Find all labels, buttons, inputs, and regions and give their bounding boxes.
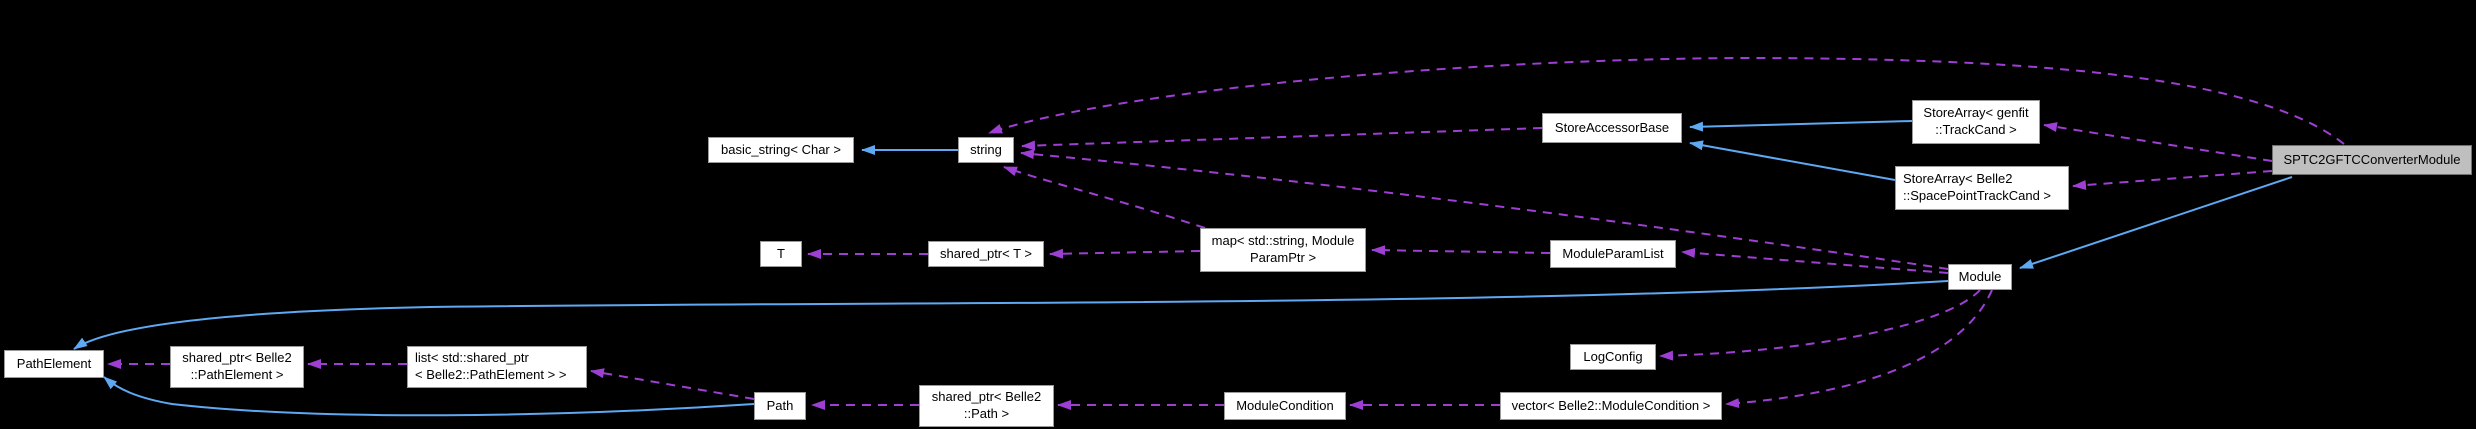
- node-path[interactable]: Path: [754, 392, 806, 420]
- node-module-param-list[interactable]: ModuleParamList: [1550, 240, 1676, 268]
- edge-path-to-list: [590, 368, 755, 400]
- node-label: shared_ptr< Belle2 ::Path >: [931, 389, 1042, 421]
- edge-module-to-logconfig: [1659, 289, 1981, 361]
- node-module-condition[interactable]: ModuleCondition: [1224, 392, 1346, 420]
- node-label: list< std::shared_ptr < Belle2::PathElem…: [415, 350, 567, 382]
- edge-sptc2gftc-to-module: [2019, 176, 2293, 269]
- node-label: StoreArray< genfit ::TrackCand >: [1923, 105, 2029, 137]
- node-label: ModuleCondition: [1236, 397, 1334, 413]
- node-basic-string[interactable]: basic_string< Char >: [708, 137, 854, 163]
- edge-module-to-pathelement: [73, 280, 1949, 350]
- node-vector-module-condition[interactable]: vector< Belle2::ModuleCondition >: [1500, 392, 1722, 420]
- node-shared-ptr-path-element[interactable]: shared_ptr< Belle2 ::PathElement >: [170, 346, 304, 388]
- node-list-shared-ptr-path-element[interactable]: list< std::shared_ptr < Belle2::PathElem…: [407, 346, 587, 388]
- node-label: Path: [766, 397, 794, 413]
- edge-path-to-pathelement: [103, 376, 755, 417]
- edge-storeaccessorbase-to-string: [1021, 127, 1543, 151]
- node-label: shared_ptr< T >: [939, 245, 1033, 261]
- node-path-element[interactable]: PathElement: [4, 350, 104, 378]
- node-label: ModuleParamList: [1562, 245, 1664, 261]
- node-log-config[interactable]: LogConfig: [1570, 344, 1656, 370]
- node-label: basic_string< Char >: [721, 141, 841, 157]
- node-label: PathElement: [16, 355, 92, 371]
- node-label: StoreAccessorBase: [1554, 119, 1670, 135]
- node-label: map< std::string, Module ParamPtr >: [1211, 233, 1355, 265]
- node-string[interactable]: string: [958, 137, 1014, 163]
- edge-map-to-sharedptr-t: [1049, 248, 1201, 259]
- node-label: vector< Belle2::ModuleCondition >: [1511, 397, 1711, 413]
- node-label: T: [777, 245, 785, 261]
- edge-sptc2gftc-to-storearray-genfit: [2043, 122, 2273, 162]
- node-shared-ptr-path[interactable]: shared_ptr< Belle2 ::Path >: [919, 385, 1054, 427]
- edge-storearray-belle2-to-storeaccessorbase: [1689, 140, 1896, 181]
- edge-module-to-string: [1020, 149, 1949, 270]
- node-sptc2gftc-converter-module[interactable]: SPTC2GFTCConverterModule: [2272, 145, 2472, 175]
- node-label: StoreArray< Belle2 ::SpacePointTrackCand…: [1903, 171, 2052, 203]
- node-module[interactable]: Module: [1948, 264, 2012, 290]
- edge-module-to-vector: [1725, 289, 1993, 409]
- node-label: shared_ptr< Belle2 ::PathElement >: [182, 350, 292, 382]
- node-store-array-belle2-spacepointtrackcand[interactable]: StoreArray< Belle2 ::SpacePointTrackCand…: [1895, 166, 2069, 210]
- edge-sptc2gftc-to-string: [988, 56, 2345, 145]
- edge-map-to-string: [1003, 166, 1206, 229]
- node-label: string: [970, 141, 1002, 157]
- node-store-accessor-base[interactable]: StoreAccessorBase: [1542, 113, 1682, 143]
- node-store-array-genfit-trackcand[interactable]: StoreArray< genfit ::TrackCand >: [1912, 100, 2040, 144]
- node-label: SPTC2GFTCConverterModule: [2283, 151, 2461, 167]
- edge-moduleparamlist-to-map: [1371, 245, 1551, 256]
- node-label: LogConfig: [1583, 348, 1643, 364]
- node-map-std-string-moduleparamptr[interactable]: map< std::string, Module ParamPtr >: [1200, 228, 1366, 272]
- node-t[interactable]: T: [760, 241, 802, 267]
- edge-storearray-genfit-to-storeaccessorbase: [1689, 120, 1913, 132]
- edge-module-to-moduleparamlist: [1681, 248, 1949, 274]
- node-label: Module: [1958, 268, 2002, 284]
- edge-sptc2gftc-to-storearray-belle2: [2072, 170, 2273, 191]
- node-shared-ptr-t[interactable]: shared_ptr< T >: [928, 241, 1044, 267]
